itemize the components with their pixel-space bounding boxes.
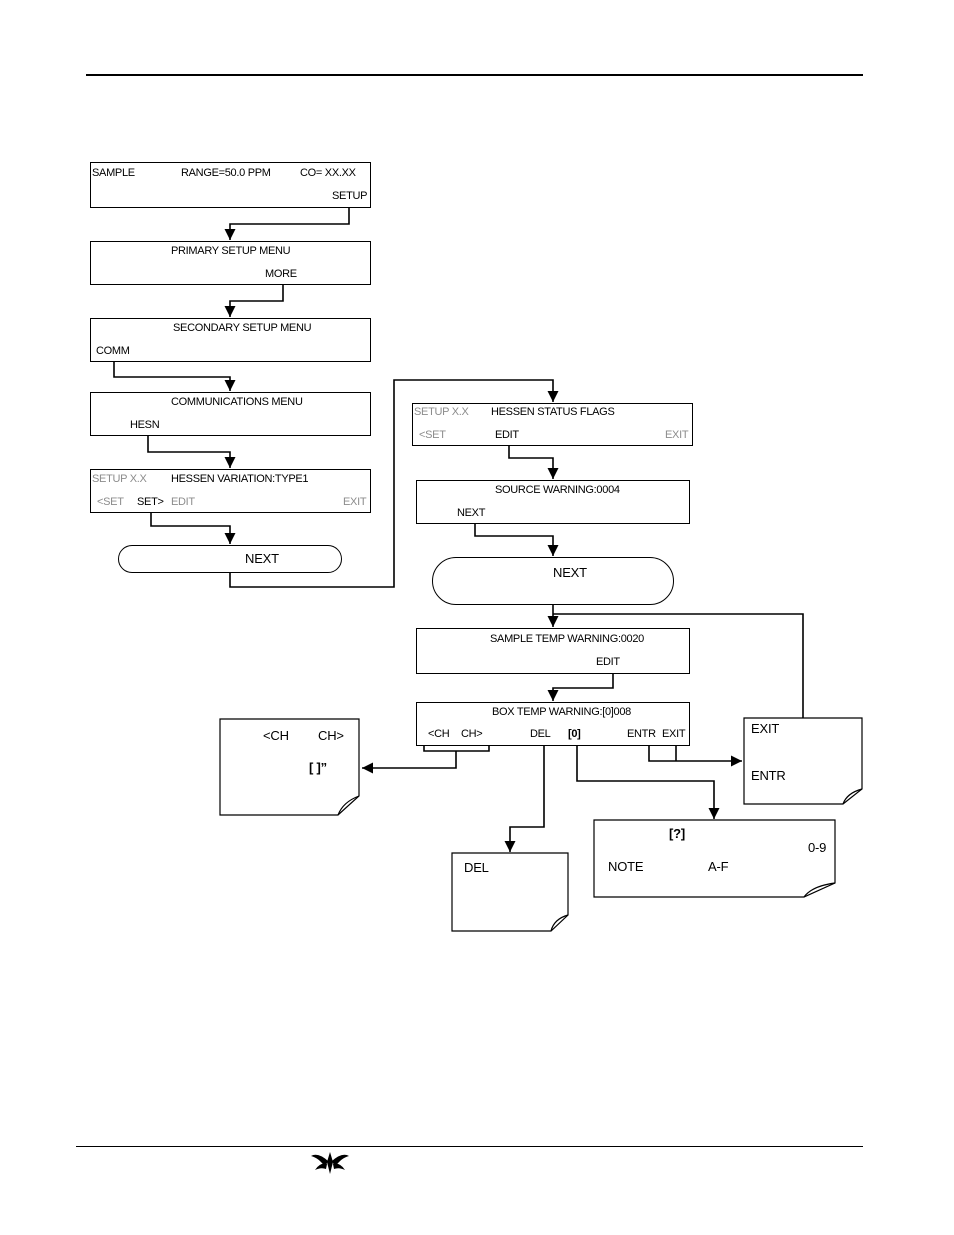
ch-right-button[interactable]: CH> [461,728,483,740]
connector-comm-to-communications [113,361,236,391]
note-exit-label: EXIT [751,721,780,736]
note-ch-right-label: CH> [318,728,344,743]
note-digit-range-label: 0-9 [808,840,827,855]
variation-edit-button[interactable]: EDIT [171,496,195,508]
source-warning-title: SOURCE WARNING:0004 [495,484,620,496]
connector-next-to-flags [229,379,559,588]
variation-title: HESSEN VARIATION:TYPE1 [171,473,309,485]
sample-range-label: RANGE=50.0 PPM [181,167,271,179]
entr-button[interactable]: ENTR [627,728,656,740]
sample-temp-title: SAMPLE TEMP WARNING:0020 [490,633,644,645]
box-temp-exit-button[interactable]: EXIT [662,728,686,740]
connector-hesn-to-variation [147,431,236,468]
communications-title: COMMUNICATIONS MENU [171,396,303,408]
note-ch [219,718,360,816]
sample-reading-label: CO= XX.XX [300,167,356,179]
connector-next-to-pill [474,519,559,556]
flags-title: HESSEN STATUS FLAGS [491,406,615,418]
screen-hessen-variation [90,469,371,513]
box-temp-title: BOX TEMP WARNING:[0]008 [492,706,631,718]
del-button[interactable]: DEL [530,728,551,740]
note-ch-left-label: <CH [263,728,289,743]
note-digit-note-label: NOTE [608,859,644,874]
company-logo-icon [311,1152,349,1174]
note-digit-hex-label: A-F [708,859,729,874]
screen-sample-temp-warning [416,628,690,674]
next-pill-right-label: NEXT [553,565,587,580]
connector-ch-to-note [362,751,457,774]
note-entr-label: ENTR [751,768,786,783]
connector-del-to-note [504,741,545,852]
screen-primary-setup [90,241,371,285]
secondary-setup-title: SECONDARY SETUP MENU [173,322,312,334]
variation-setup-prefix: SETUP X.X [92,473,147,485]
connector-edit-to-source [508,441,559,479]
note-exit [743,717,863,805]
screen-hessen-status-flags [412,403,693,446]
variation-exit-button[interactable]: EXIT [343,496,367,508]
flags-edit-button[interactable]: EDIT [495,429,519,441]
screen-sample [90,162,371,208]
source-next-button[interactable]: NEXT [457,507,486,519]
connector-edit-to-box-temp [547,668,614,701]
more-button[interactable]: MORE [265,268,297,280]
note-del-label: DEL [464,860,489,875]
screen-communications [90,392,371,436]
variation-next-set-button[interactable]: SET> [137,496,164,508]
ch-left-button[interactable]: <CH [428,728,450,740]
header-rule [86,74,863,76]
note-digit [593,819,836,898]
comm-button[interactable]: COMM [96,345,130,357]
note-del [451,852,569,932]
note-ch-cursor-label: [ ]” [309,760,327,775]
connector-more-to-secondary [224,282,284,317]
sample-mode-label: SAMPLE [92,167,135,179]
connector-entr-exit-to-note [648,741,742,767]
connector-exit-return [553,613,804,718]
connector-set-to-next [150,508,236,544]
sample-temp-edit-button[interactable]: EDIT [596,656,620,668]
connector-setup-to-primary [224,205,350,240]
flags-setup-prefix: SETUP X.X [414,406,469,418]
connector-digit-to-note [576,741,720,819]
flags-prev-set-button[interactable]: <SET [419,429,446,441]
next-pill-right[interactable] [432,557,674,605]
primary-setup-title: PRIMARY SETUP MENU [171,245,291,257]
screen-secondary-setup [90,318,371,362]
flags-exit-button[interactable]: EXIT [665,429,689,441]
note-digit-cursor-label: [?] [669,826,685,841]
hesn-button[interactable]: HESN [130,419,160,431]
variation-prev-set-button[interactable]: <SET [97,496,124,508]
next-pill-left-label: NEXT [245,551,279,566]
next-pill-left[interactable] [118,545,342,573]
screen-box-temp-warning [416,702,690,746]
setup-button[interactable]: SETUP [332,190,368,202]
screen-source-warning [416,480,690,524]
digit-button[interactable]: [0] [568,728,581,740]
footer-rule [76,1146,863,1147]
